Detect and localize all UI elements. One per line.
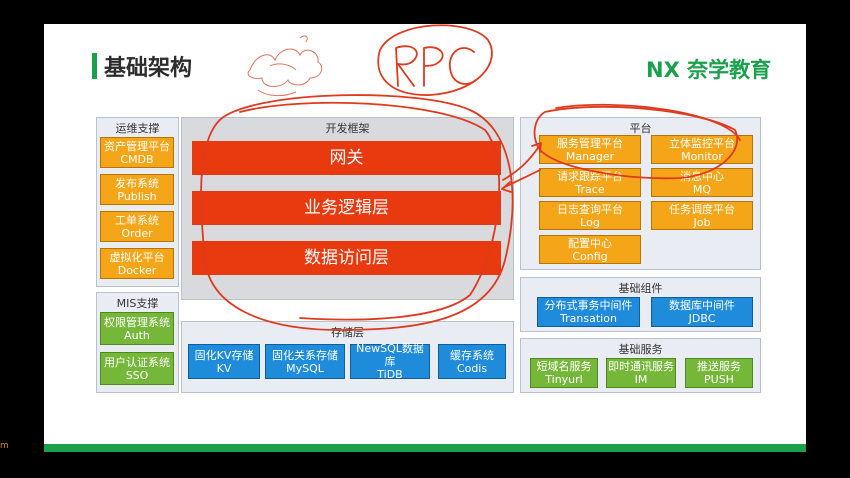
- component-item-label: 分布式事务中间件: [544, 299, 633, 312]
- service-item-label: 即时通讯服务: [608, 360, 674, 373]
- platform-item-label: 配置中心: [568, 236, 612, 250]
- platform-item-label: 消息中心: [680, 169, 724, 183]
- platform-item-manager: 服务管理平台 Manager: [539, 135, 641, 164]
- storage-item-mysql: 固化关系存储 MySQL: [265, 344, 345, 379]
- components-title: 基础组件: [618, 282, 663, 295]
- platform-item-label: 立体监控平台: [669, 136, 735, 150]
- platform-item-sub: MQ: [692, 182, 712, 196]
- service-item-sub: PUSH: [704, 373, 734, 386]
- brand-logo: NX 奈学教育: [646, 58, 772, 82]
- service-item-tinyurl: 短域名服务 Tinyurl: [530, 358, 598, 388]
- storage-item-sub: TiDB: [377, 368, 403, 381]
- rpc-letter-c: [449, 47, 477, 85]
- component-item-sub: Transation: [560, 312, 617, 325]
- storage-item-kv: 固化KV存储 KV: [188, 344, 260, 379]
- ops-item-docker: 虚拟化平台 Docker: [100, 248, 174, 279]
- scribble-stroke: [247, 48, 323, 87]
- platform-item-mq: 消息中心 MQ: [651, 168, 753, 197]
- component-item-sub: JDBC: [688, 312, 716, 325]
- storage-item-label: 缓存系统: [450, 348, 494, 362]
- storage-item-label: NewSQL数据库: [356, 342, 424, 368]
- layer-data-access: 数据访问层: [192, 241, 501, 275]
- ops-item-label: 发布系统: [115, 176, 159, 190]
- platform-item-label: 任务调度平台: [669, 202, 735, 216]
- component-item-transation: 分布式事务中间件 Transation: [537, 297, 640, 327]
- platform-item-config: 配置中心 Config: [539, 235, 641, 264]
- platform-item-sub: Config: [572, 249, 608, 263]
- ops-item-publish: 发布系统 Publish: [100, 174, 174, 205]
- service-item-label: 推送服务: [697, 360, 741, 373]
- mis-item-label: 权限管理系统: [104, 315, 170, 329]
- storage-item-label: 固化关系存储: [272, 348, 338, 362]
- storage-item-sub: MySQL: [286, 361, 324, 375]
- layer-business-logic: 业务逻辑层: [192, 191, 501, 225]
- mis-item-sub: Auth: [124, 328, 150, 342]
- ops-item-sub: Docker: [117, 263, 157, 277]
- rpc-circle-stroke: [377, 24, 493, 96]
- platform-loop-stroke: [533, 105, 738, 180]
- storage-item-tidb: NewSQL数据库 TiDB: [350, 342, 430, 381]
- platform-item-job: 任务调度平台 Job: [651, 201, 753, 230]
- corner-marker-text: m: [0, 441, 9, 451]
- ops-item-label: 虚拟化平台: [109, 250, 165, 264]
- ops-item-label: 工单系统: [115, 213, 159, 227]
- storage-item-label: 固化KV存储: [194, 348, 254, 362]
- component-item-jdbc: 数据库中间件 JDBC: [651, 297, 753, 327]
- mis-item-sub: SSO: [125, 368, 149, 382]
- layer-gateway: 网关: [192, 141, 501, 175]
- services-title: 基础服务: [618, 343, 663, 356]
- ops-item-cmdb: 资产管理平台 CMDB: [100, 137, 174, 168]
- storage-item-codis: 缓存系统 Codis: [438, 344, 506, 379]
- platform-item-sub: Job: [693, 215, 711, 229]
- ops-item-sub: Order: [121, 226, 153, 240]
- ops-item-label: 资产管理平台: [104, 139, 170, 153]
- platform-title: 平台: [629, 122, 652, 135]
- mis-support-title: MIS支撑: [116, 297, 159, 310]
- component-item-label: 数据库中间件: [669, 299, 735, 312]
- service-item-label: 短域名服务: [536, 360, 592, 373]
- platform-item-sub: Manager: [565, 149, 615, 163]
- platform-item-label: 服务管理平台: [557, 136, 623, 150]
- platform-item-monitor: 立体监控平台 Monitor: [651, 135, 753, 164]
- mis-item-label: 用户认证系统: [104, 355, 170, 369]
- platform-item-log: 日志查询平台 Log: [539, 201, 641, 230]
- footer-accent-bar: [44, 444, 806, 452]
- dev-framework-title: 开发框架: [325, 122, 370, 135]
- scribble-stroke-2: [257, 35, 308, 97]
- ops-item-sub: Publish: [117, 189, 157, 203]
- service-item-push: 推送服务 PUSH: [685, 358, 753, 388]
- rpc-letter-p: [423, 46, 444, 87]
- arrow-to-platform: [502, 144, 541, 181]
- title-accent-bar: [92, 53, 97, 79]
- page-title: 基础架构: [104, 56, 193, 81]
- mis-item-auth: 权限管理系统 Auth: [100, 312, 174, 345]
- service-item-im: 即时通讯服务 IM: [606, 358, 676, 388]
- platform-loop-stroke-2: [555, 103, 741, 141]
- platform-item-label: 日志查询平台: [557, 202, 623, 216]
- ops-item-order: 工单系统 Order: [100, 211, 174, 242]
- arrow-to-framework: [502, 169, 541, 189]
- framework-loop-stroke: [200, 94, 514, 331]
- arrow-head-2: [501, 181, 512, 193]
- rpc-letter-r: [395, 45, 418, 87]
- mis-item-sso: 用户认证系统 SSO: [100, 352, 174, 385]
- storage-item-sub: Codis: [456, 361, 488, 375]
- platform-item-sub: Monitor: [681, 149, 723, 163]
- service-item-sub: Tinyurl: [545, 373, 583, 386]
- platform-item-sub: Log: [580, 215, 600, 229]
- framework-loop-stroke-2: [239, 101, 500, 321]
- platform-item-sub: Trace: [575, 182, 605, 196]
- ops-support-title: 运维支撑: [115, 122, 160, 135]
- service-item-sub: IM: [634, 373, 648, 386]
- ops-item-sub: CMDB: [120, 152, 154, 166]
- arrow-head: [531, 142, 542, 153]
- storage-item-sub: KV: [216, 361, 232, 375]
